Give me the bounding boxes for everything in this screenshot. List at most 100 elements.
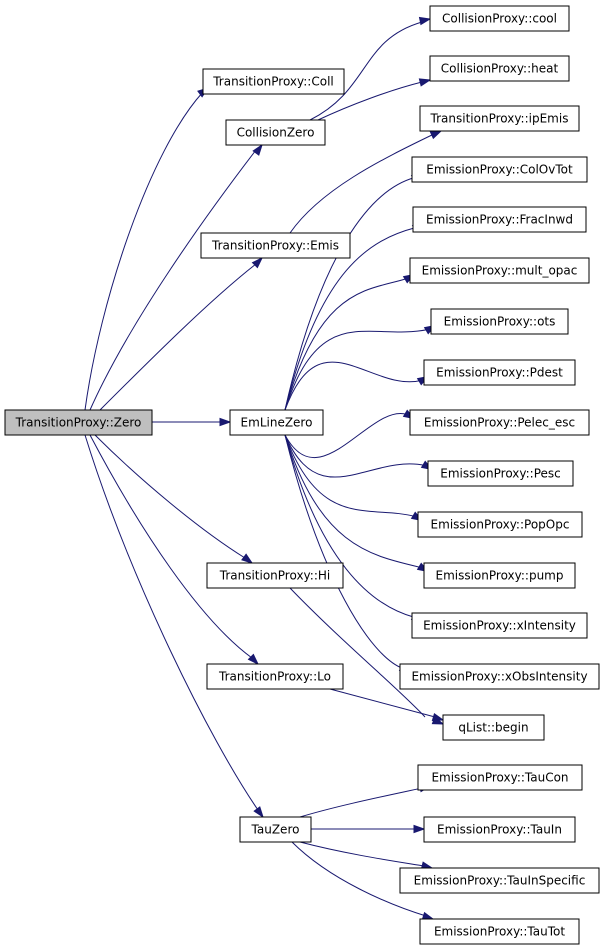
node-box (200, 232, 351, 259)
node-box (206, 663, 344, 690)
node-emissionproxy-popopc[interactable]: EmissionProxy::PopOpc (417, 511, 583, 538)
node-emissionproxy-tautot[interactable]: EmissionProxy::TauTot (419, 918, 580, 945)
node-label: EmissionProxy::xIntensity (423, 619, 576, 633)
node-label: EmissionProxy::pump (435, 569, 563, 583)
node-emissionproxy-ots[interactable]: EmissionProxy::ots (430, 308, 569, 335)
node-box (4, 409, 153, 436)
node-label: EmissionProxy::TauTot (434, 925, 565, 939)
node-emissionproxy-colovtot[interactable]: EmissionProxy::ColOvTot (411, 156, 588, 183)
node-emissionproxy-xobsintensity[interactable]: EmissionProxy::xObsIntensity (399, 663, 600, 690)
node-label: TransitionProxy::Lo (218, 670, 331, 684)
edge-tauzero-to-ep_tauin (311, 824, 426, 834)
node-label: EmLineZero (241, 416, 313, 430)
node-box (442, 714, 545, 741)
edge-emline-to-ep_xint (284, 434, 424, 623)
node-box (409, 409, 590, 436)
node-collisionzero[interactable]: CollisionZero (225, 119, 326, 146)
edge-line (89, 434, 253, 659)
node-box (417, 764, 583, 791)
edge-root-to-tp_emis (99, 256, 264, 411)
node-box (429, 5, 570, 32)
node-qlist-begin[interactable]: qList::begin (442, 714, 545, 741)
node-box (409, 257, 590, 284)
node-box (417, 511, 583, 538)
edge-line (284, 278, 408, 411)
node-emissionproxy-tauin[interactable]: EmissionProxy::TauIn (423, 816, 576, 843)
edge-line (284, 434, 416, 618)
node-label: EmissionProxy::ots (444, 315, 556, 329)
node-transitionproxy-lo[interactable]: TransitionProxy::Lo (206, 663, 344, 690)
edge-line (284, 361, 422, 411)
node-emissionproxy-xintensity[interactable]: EmissionProxy::xIntensity (411, 612, 588, 639)
node-box (399, 867, 600, 894)
edge-root-to-tp_hi (94, 434, 254, 564)
node-emissionproxy-pdest[interactable]: EmissionProxy::Pdest (423, 359, 576, 386)
node-emissionproxy-taucon[interactable]: EmissionProxy::TauCon (417, 764, 583, 791)
arrowhead-icon (418, 78, 432, 87)
node-label: TransitionProxy::Emis (211, 239, 339, 253)
node-label: EmissionProxy::Pdest (436, 366, 563, 380)
node-transitionproxy-ipemis[interactable]: TransitionProxy::ipEmis (419, 105, 580, 132)
node-transitionproxy-coll[interactable]: TransitionProxy::Coll (202, 68, 345, 95)
arrowhead-icon (431, 712, 445, 722)
node-label: CollisionProxy::cool (442, 12, 557, 26)
edge-emline-to-ep_pdest (284, 361, 430, 411)
node-emissionproxy-fracinwd[interactable]: EmissionProxy::FracInwd (412, 206, 587, 233)
edge-line (94, 434, 246, 559)
arrowhead-icon (421, 911, 435, 920)
edge-line (284, 329, 429, 411)
node-box (411, 156, 588, 183)
node-label: EmissionProxy::PopOpc (431, 518, 570, 532)
node-label: TransitionProxy::ipEmis (430, 112, 569, 126)
node-emissionproxy-pump[interactable]: EmissionProxy::pump (423, 562, 576, 589)
node-label: EmissionProxy::mult_opac (422, 264, 578, 278)
edge-line (284, 227, 417, 411)
edge-line (329, 688, 436, 718)
node-box (202, 68, 345, 95)
edge-coll_zero-to-cp_heat (317, 78, 432, 121)
node-emissionproxy-pesc[interactable]: EmissionProxy::Pesc (427, 460, 574, 487)
node-transitionproxy-hi[interactable]: TransitionProxy::Hi (206, 562, 344, 589)
edge-emline-to-ep_multopac (284, 273, 416, 411)
node-box (427, 460, 574, 487)
node-box (239, 816, 312, 843)
node-emlinezero[interactable]: EmLineZero (229, 409, 324, 436)
node-transitionproxy-emis[interactable]: TransitionProxy::Emis (200, 232, 351, 259)
node-emissionproxy-mult-opac[interactable]: EmissionProxy::mult_opac (409, 257, 590, 284)
node-box (423, 816, 576, 843)
arrowhead-icon (253, 806, 264, 819)
edge-line (284, 434, 422, 568)
arrowhead-icon (413, 824, 426, 834)
arrowhead-icon (241, 553, 254, 564)
arrowhead-icon (418, 16, 432, 26)
node-label: EmissionProxy::TauIn (437, 823, 562, 837)
node-box (399, 663, 600, 690)
node-box (411, 612, 588, 639)
edge-root-to-coll_zero (89, 143, 263, 411)
node-box (419, 105, 580, 132)
edge-root-to-tauzero (84, 434, 264, 819)
node-label: TransitionProxy::Coll (212, 75, 334, 89)
node-label: EmissionProxy::ColOvTot (426, 163, 573, 177)
arrowhead-icon (219, 417, 232, 427)
node-box (430, 308, 569, 335)
node-label: EmissionProxy::Pesc (440, 467, 561, 481)
node-tauzero[interactable]: TauZero (239, 816, 312, 843)
edge-line (317, 81, 423, 121)
node-emissionproxy-tauinspecific[interactable]: EmissionProxy::TauInSpecific (399, 867, 600, 894)
edge-line (99, 263, 257, 411)
edge-emline-to-ep_xobs (284, 434, 412, 674)
edge-coll_zero-to-cp_cool (309, 16, 432, 121)
node-box (229, 409, 324, 436)
edge-line (284, 434, 426, 478)
edges-layer (84, 16, 445, 920)
node-collisionproxy-cool[interactable]: CollisionProxy::cool (429, 5, 570, 32)
edge-line (291, 841, 427, 917)
node-label: TransitionProxy::Zero (15, 416, 142, 430)
node-label: EmissionProxy::xObsIntensity (411, 670, 587, 684)
edge-line (284, 412, 408, 459)
node-emissionproxy-pelec-esc[interactable]: EmissionProxy::Pelec_esc (409, 409, 590, 436)
node-label: EmissionProxy::TauCon (431, 771, 568, 785)
node-transitionproxy-zero[interactable]: TransitionProxy::Zero (4, 409, 153, 436)
node-collisionproxy-heat[interactable]: CollisionProxy::heat (429, 55, 570, 82)
